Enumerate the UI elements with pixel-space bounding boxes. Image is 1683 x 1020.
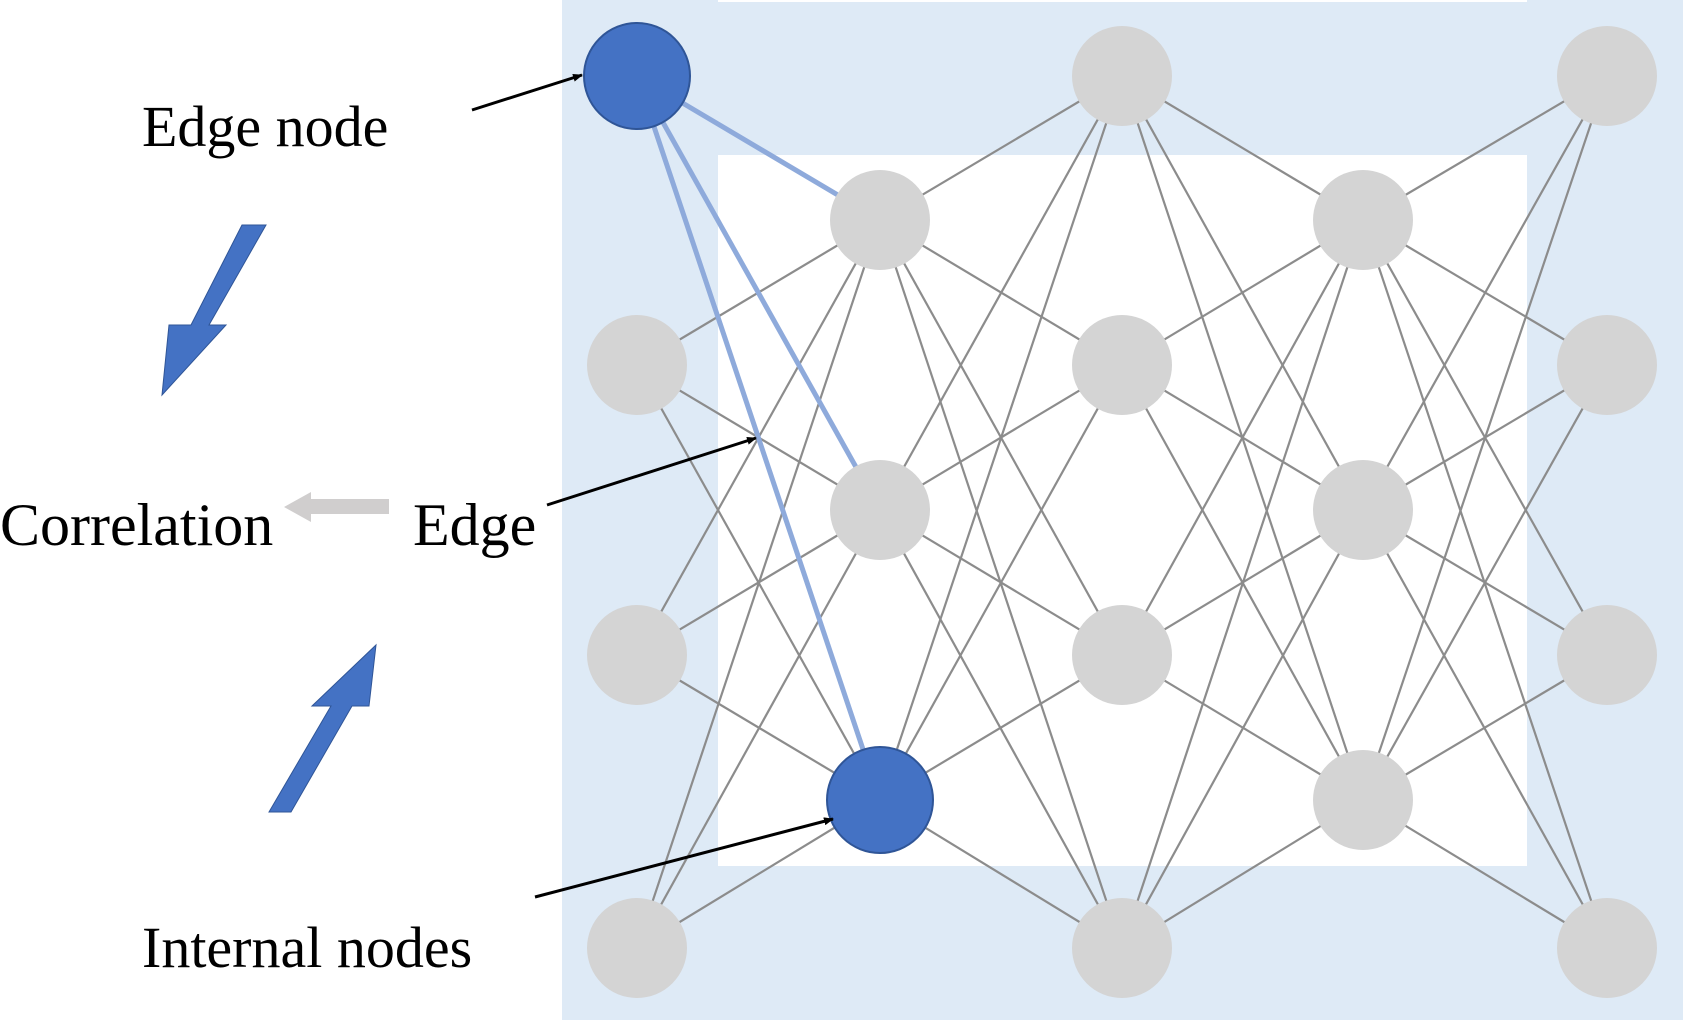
edge <box>635 219 882 949</box>
edge-node-label: Edge node <box>142 94 388 159</box>
edge <box>879 75 1123 511</box>
network-node <box>1557 898 1657 998</box>
internal-nodes-label: Internal nodes <box>142 915 472 980</box>
edge <box>1361 75 1609 801</box>
flow-arrow-up-icon <box>268 643 377 813</box>
highlighted-edge <box>634 75 883 801</box>
network-node <box>1313 750 1413 850</box>
correlation-label: Correlation <box>0 492 273 558</box>
network-node <box>1072 315 1172 415</box>
correlation-arrow-icon <box>284 492 389 522</box>
network-node <box>587 605 687 705</box>
network-node <box>830 460 930 560</box>
internal-nodes-pointer-arrow <box>534 817 834 899</box>
edge-label: Edge <box>413 492 536 558</box>
edge <box>1120 219 1365 949</box>
edge <box>878 75 1124 801</box>
edge <box>1362 364 1608 801</box>
edge <box>636 509 881 949</box>
network-node <box>1313 170 1413 270</box>
edge <box>879 364 1123 801</box>
network-node <box>1557 605 1657 705</box>
edge-pointer-arrow <box>546 436 757 507</box>
edge <box>879 509 1123 949</box>
edge <box>1121 509 1364 949</box>
top-white-strip <box>718 0 1527 2</box>
network-node <box>587 315 687 415</box>
network-node <box>1557 315 1657 415</box>
network-node <box>587 898 687 998</box>
flow-arrow-down-icon <box>161 224 267 397</box>
internal-node <box>826 746 934 854</box>
edge <box>1362 509 1608 949</box>
edge <box>1362 75 1608 511</box>
network-node <box>830 170 930 270</box>
network-node <box>1557 26 1657 126</box>
nodes-layer <box>583 22 1657 998</box>
network-node <box>1313 460 1413 560</box>
network-node <box>1072 26 1172 126</box>
edge-node-pointer-arrow <box>471 73 583 112</box>
highlighted-edge <box>634 74 883 512</box>
edge-node <box>583 22 691 130</box>
edge <box>1121 219 1364 656</box>
network-node <box>1072 605 1172 705</box>
network-node <box>1072 898 1172 998</box>
